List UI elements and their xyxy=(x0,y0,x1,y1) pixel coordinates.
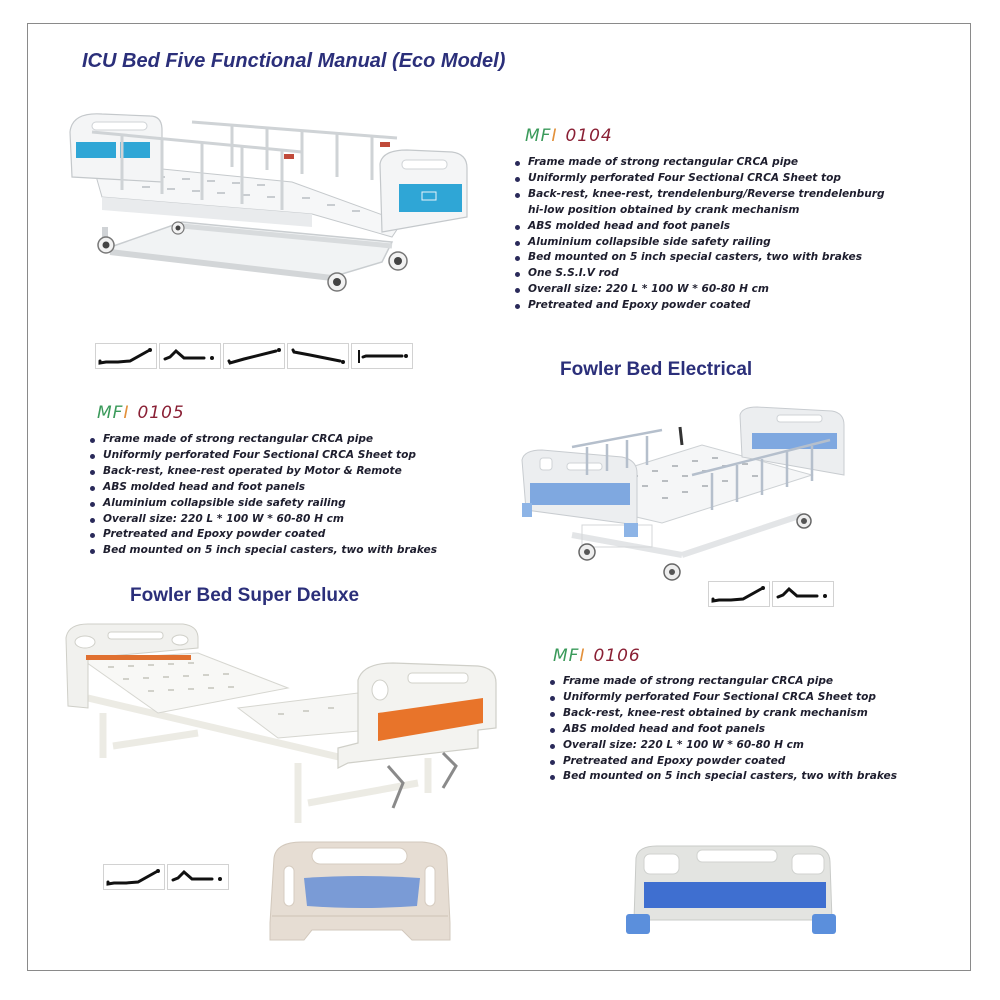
position-icons-0106 xyxy=(103,864,229,890)
spec-item: Pretreated and Epoxy powder coated xyxy=(512,298,885,314)
flat-backrest-raised-position-icon xyxy=(95,343,157,369)
position-icons-0105 xyxy=(708,581,834,607)
spec-item: Uniformly perforated Four Sectional CRCA… xyxy=(547,690,897,706)
spec-item: One S.S.I.V rod xyxy=(512,266,885,282)
model-prefix: MF xyxy=(525,126,552,146)
spec-item-continuation: hi-low position obtained by crank mechan… xyxy=(528,203,800,216)
section-title-fowler-bed-electrical: Fowler Bed Electrical xyxy=(560,359,753,380)
reverse-trendelenburg-position-icon xyxy=(287,343,349,369)
spec-item: Bed mounted on 5 inch special casters, t… xyxy=(547,769,897,785)
model-prefix: MF xyxy=(97,403,124,423)
spec-item: Bed mounted on 5 inch special casters, t… xyxy=(512,250,885,266)
flat-with-iv-rod-position-icon xyxy=(351,343,413,369)
spec-item: Overall size: 220 L * 100 W * 60-80 H cm xyxy=(547,738,897,754)
spec-item: Overall size: 220 L * 100 W * 60-80 H cm xyxy=(512,282,885,298)
spec-item: Bed mounted on 5 inch special casters, t… xyxy=(87,543,437,559)
model-code-0104: MFI 0104 xyxy=(525,126,613,146)
spec-item: Overall size: 220 L * 100 W * 60-80 H cm xyxy=(87,512,437,528)
model-prefix-accent: I xyxy=(123,403,130,423)
knee-break-position-icon xyxy=(159,343,221,369)
spec-item: ABS molded head and foot panels xyxy=(547,722,897,738)
spec-item: Aluminium collapsible side safety railin… xyxy=(512,235,885,251)
page-border xyxy=(27,23,971,971)
trendelenburg-position-icon xyxy=(223,343,285,369)
spec-list-0106: Frame made of strong rectangular CRCA pi… xyxy=(547,674,897,785)
spec-item: Frame made of strong rectangular CRCA pi… xyxy=(87,432,437,448)
spec-item: ABS molded head and foot panels xyxy=(87,480,437,496)
section-title-fowler-bed-super-deluxe: Fowler Bed Super Deluxe xyxy=(130,585,360,606)
icu-bed-manual-photo xyxy=(62,102,482,297)
spec-item: ABS molded head and foot panels xyxy=(512,219,885,235)
model-prefix-accent: I xyxy=(579,646,586,666)
spec-item: Back-rest, knee-rest, trendelenburg/Reve… xyxy=(512,187,885,203)
spec-list-0104: Frame made of strong rectangular CRCA pi… xyxy=(512,155,885,314)
model-code-0105: MFI 0105 xyxy=(97,403,185,423)
spec-item: Back-rest, knee-rest obtained by crank m… xyxy=(547,706,897,722)
spec-item: Frame made of strong rectangular CRCA pi… xyxy=(547,674,897,690)
spec-list-0105: Frame made of strong rectangular CRCA pi… xyxy=(87,432,437,559)
spec-item: Pretreated and Epoxy powder coated xyxy=(547,754,897,770)
model-prefix: MF xyxy=(553,646,580,666)
grey-head-panel-with-blue-corners-photo xyxy=(622,840,844,940)
spec-item: Uniformly perforated Four Sectional CRCA… xyxy=(512,171,885,187)
beige-head-panel-photo xyxy=(262,838,457,950)
page-title: ICU Bed Five Functional Manual (Eco Mode… xyxy=(82,50,506,72)
model-prefix-accent: I xyxy=(551,126,558,146)
spec-item: Pretreated and Epoxy powder coated xyxy=(87,527,437,543)
position-icons-0104 xyxy=(95,343,413,369)
fowler-bed-super-deluxe-photo xyxy=(58,618,503,833)
fowler-bed-electrical-photo xyxy=(512,405,852,585)
flat-backrest-raised-position-icon xyxy=(708,581,770,607)
knee-break-position-icon xyxy=(772,581,834,607)
flat-backrest-raised-position-icon xyxy=(103,864,165,890)
model-number: 0104 xyxy=(565,126,613,146)
spec-item: Aluminium collapsible side safety railin… xyxy=(87,496,437,512)
model-code-0106: MFI 0106 xyxy=(553,646,641,666)
spec-item: Uniformly perforated Four Sectional CRCA… xyxy=(87,448,437,464)
knee-break-position-icon xyxy=(167,864,229,890)
model-number: 0106 xyxy=(593,646,641,666)
spec-item: Frame made of strong rectangular CRCA pi… xyxy=(512,155,885,171)
model-number: 0105 xyxy=(137,403,185,423)
spec-item: Back-rest, knee-rest operated by Motor &… xyxy=(87,464,437,480)
